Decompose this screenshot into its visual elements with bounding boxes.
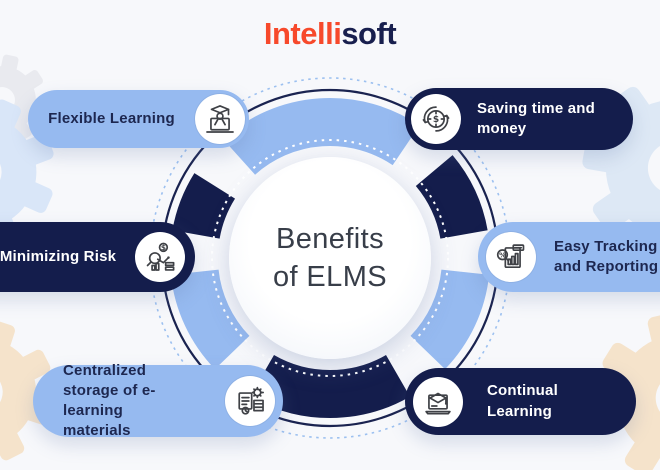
laptop-gradcap-icon <box>413 376 463 427</box>
benefit-pill-easy-tracking: % Easy Tracking and Reporting <box>478 222 660 292</box>
ring-segment-upper-left <box>172 173 236 240</box>
benefit-label-minimizing-risk: Minimizing Risk <box>0 247 117 265</box>
benefit-pill-saving-time: $ Saving time and money <box>405 88 633 150</box>
svg-text:$: $ <box>433 115 439 125</box>
benefit-pill-continual-learning: Continual Learning <box>405 368 636 435</box>
clock-dollar-icon: $ <box>411 94 461 144</box>
benefit-label-saving-time: Saving time and money <box>477 99 596 137</box>
storage-documents-icon <box>225 376 275 426</box>
svg-text:$: $ <box>161 243 166 252</box>
ring-segment-top <box>222 98 420 176</box>
benefit-label-centralized-storage: Centralized storage of e-learning materi… <box>63 361 156 440</box>
center-title-circle: Benefits of ELMS <box>229 157 431 359</box>
graduate-laptop-icon <box>195 94 245 144</box>
ring-segment-lower-right <box>410 268 490 370</box>
benefit-label-flexible-learning: Flexible Learning <box>48 109 175 127</box>
svg-text:%: % <box>499 251 506 259</box>
benefit-pill-minimizing-risk: Minimizing Risk $ <box>0 222 195 292</box>
risk-search-icon: $ <box>135 232 185 282</box>
logo-text-soft: soft <box>341 16 397 51</box>
ring-segment-lower-left <box>170 268 250 370</box>
logo-text-intelli: Intelli <box>263 16 342 51</box>
report-magnifier-icon: % <box>486 232 536 282</box>
center-title-line1: Benefits <box>276 222 384 255</box>
segmented-ring <box>170 98 490 418</box>
benefit-pill-centralized-storage: Centralized storage of e-learning materi… <box>33 362 283 439</box>
ring-segment-bottom <box>250 354 410 418</box>
ring-segment-upper-right <box>415 155 488 240</box>
benefit-label-easy-tracking: Easy Tracking and Reporting <box>554 237 659 275</box>
center-title-line2: of ELMS <box>272 261 387 293</box>
inner-dotted-ring <box>211 139 449 377</box>
benefit-label-continual-learning: Continual Learning <box>487 382 558 420</box>
intellisoft-logo: Intellisoft <box>0 16 660 52</box>
benefit-pill-flexible-learning: Flexible Learning <box>28 90 249 148</box>
